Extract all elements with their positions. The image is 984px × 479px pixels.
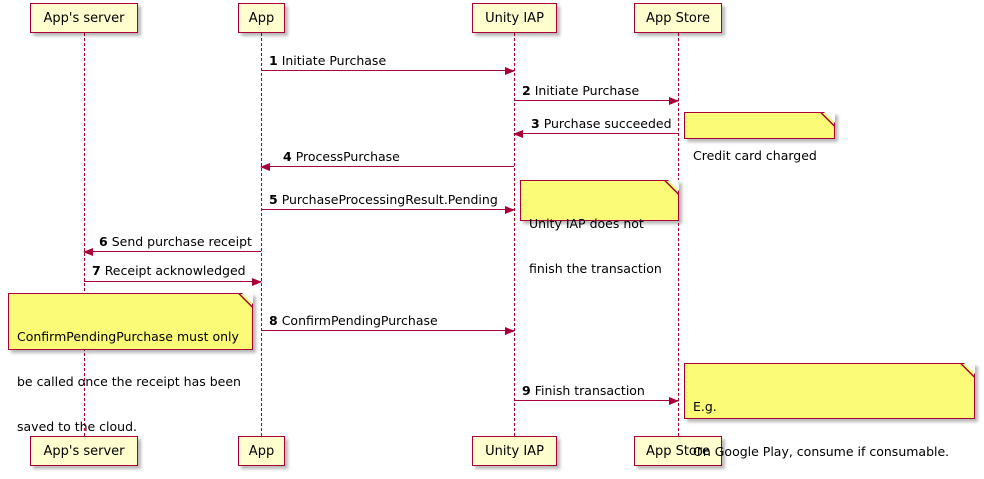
- participant-label: Unity IAP: [485, 10, 544, 26]
- message-arrow-9: [514, 396, 679, 405]
- participant-footer-unity-iap[interactable]: Unity IAP: [472, 436, 557, 466]
- participant-label: App Store: [646, 10, 710, 26]
- message-number: 9: [522, 383, 531, 398]
- note-line: Unity IAP does not: [529, 216, 644, 231]
- note-credit-card-charged: Credit card charged: [684, 112, 835, 163]
- arrowhead-left-icon: [260, 162, 270, 171]
- note-line: On Google Play, consume if consumable.: [693, 444, 950, 459]
- arrowhead-right-icon: [505, 205, 515, 214]
- participant-label: App Store: [646, 443, 710, 459]
- message-arrow-6: [83, 247, 261, 256]
- lifeline-unity-iap: [514, 33, 515, 436]
- arrowhead-right-icon: [505, 326, 515, 335]
- message-number: 8: [269, 313, 278, 328]
- message-arrow-1: [261, 66, 515, 75]
- message-label-5: 5 PurchaseProcessingResult.Pending: [269, 192, 498, 207]
- message-text: ProcessPurchase: [295, 149, 400, 164]
- message-label-4: 4 ProcessPurchase: [283, 149, 400, 164]
- message-label-8: 8 ConfirmPendingPurchase: [269, 313, 438, 328]
- arrowhead-left-icon: [513, 129, 523, 138]
- message-label-2: 2 Initiate Purchase: [522, 83, 640, 98]
- message-arrow-7: [84, 277, 262, 286]
- participant-label: App's server: [43, 443, 125, 459]
- message-number: 4: [283, 149, 292, 164]
- note-line: saved to the cloud.: [17, 419, 138, 434]
- message-number: 5: [269, 192, 278, 207]
- note-line: be called once the receipt has been: [17, 374, 241, 389]
- lifeline-app: [261, 33, 262, 436]
- message-number: 7: [92, 263, 101, 278]
- note-line: finish the transaction: [529, 261, 662, 276]
- message-number: 2: [522, 83, 531, 98]
- message-arrow-8: [261, 326, 515, 335]
- participant-label: App: [248, 10, 275, 26]
- message-text: Purchase succeeded: [543, 116, 672, 131]
- participant-footer-server[interactable]: App's server: [30, 436, 138, 466]
- message-text: PurchaseProcessingResult.Pending: [281, 192, 498, 207]
- message-text: Receipt acknowledged: [104, 263, 246, 278]
- message-arrow-5: [261, 205, 515, 214]
- message-label-3: 3 Purchase succeeded: [531, 116, 672, 131]
- message-text: Send purchase receipt: [111, 234, 252, 249]
- message-text: ConfirmPendingPurchase: [281, 313, 438, 328]
- message-arrow-4: [260, 162, 514, 171]
- message-label-1: 1 Initiate Purchase: [269, 53, 387, 68]
- participant-header-app[interactable]: App: [238, 3, 285, 33]
- arrowhead-right-icon: [669, 396, 679, 405]
- note-finish-transaction-examples: E.g. On Google Play, consume if consumab…: [684, 363, 975, 459]
- note-line: E.g.: [693, 399, 717, 414]
- participant-label: Unity IAP: [485, 443, 544, 459]
- arrowhead-right-icon: [252, 277, 262, 286]
- message-text: Initiate Purchase: [534, 83, 640, 98]
- message-arrow-3: [513, 129, 678, 138]
- message-label-7: 7 Receipt acknowledged: [92, 263, 246, 278]
- message-arrow-2: [514, 96, 679, 105]
- arrowhead-left-icon: [83, 247, 93, 256]
- note-line: Credit card charged: [693, 148, 817, 163]
- note-line: ConfirmPendingPurchase must only: [17, 329, 239, 344]
- lifeline-app-store: [678, 33, 679, 436]
- message-number: 6: [99, 234, 108, 249]
- message-number: 3: [531, 116, 540, 131]
- participant-header-server[interactable]: App's server: [30, 3, 138, 33]
- participant-header-unity-iap[interactable]: Unity IAP: [472, 3, 557, 33]
- lifeline-server: [84, 33, 85, 436]
- message-number: 1: [269, 53, 278, 68]
- message-text: Finish transaction: [534, 383, 645, 398]
- note-confirm-pending-purchase: ConfirmPendingPurchase must only be call…: [8, 293, 253, 434]
- participant-header-app-store[interactable]: App Store: [634, 3, 722, 33]
- message-label-9: 9 Finish transaction: [522, 383, 645, 398]
- arrowhead-right-icon: [669, 96, 679, 105]
- message-text: Initiate Purchase: [281, 53, 387, 68]
- participant-label: App: [248, 443, 275, 459]
- message-label-6: 6 Send purchase receipt: [99, 234, 252, 249]
- arrowhead-right-icon: [505, 66, 515, 75]
- participant-label: App's server: [43, 10, 125, 26]
- participant-footer-app[interactable]: App: [238, 436, 285, 466]
- note-unity-iap-pending: Unity IAP does not finish the transactio…: [520, 180, 679, 276]
- participant-footer-app-store[interactable]: App Store: [634, 436, 722, 466]
